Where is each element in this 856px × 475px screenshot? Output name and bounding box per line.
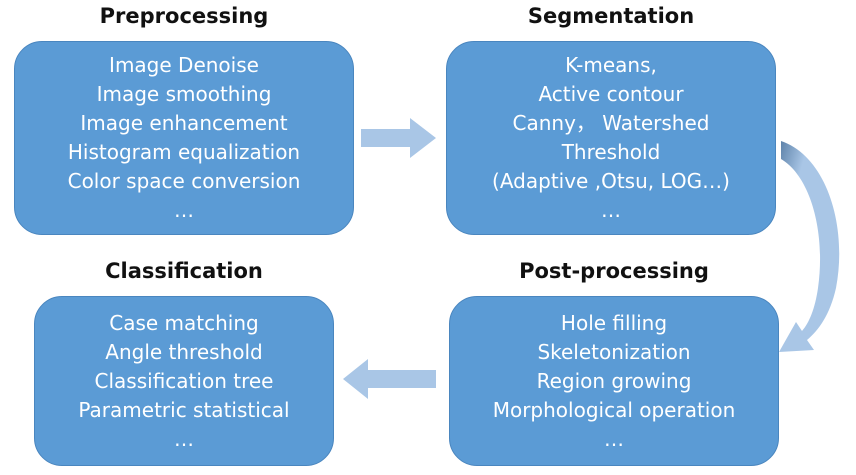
segmentation-item: K-means, <box>565 53 657 77</box>
postprocessing-item: Hole filling <box>560 310 668 335</box>
arrow-left-icon <box>343 359 436 399</box>
preprocessing-item: Image Denoise <box>109 53 259 77</box>
classification-title: Classification <box>105 259 263 283</box>
preprocessing-title: Preprocessing <box>99 4 269 28</box>
segmentation-item: Active contour <box>538 82 684 106</box>
postprocessing-item: … <box>604 426 624 451</box>
classification-item: Parametric statistical <box>78 397 290 422</box>
segmentation-title: Segmentation <box>527 4 695 28</box>
segmentation-item: … <box>601 198 621 222</box>
segmentation-box: K-means, Active contour Canny， Watershed… <box>446 41 776 235</box>
preprocessing-item: Histogram equalization <box>67 140 301 164</box>
classification-item: Case matching <box>109 310 259 335</box>
preprocessing-item: … <box>174 198 194 222</box>
postprocessing-item: Morphological operation <box>492 397 736 422</box>
preprocessing-box: Image Denoise Image smoothing Image enha… <box>14 41 354 235</box>
segmentation-item: (Adaptive ,Otsu, LOG…) <box>492 169 730 193</box>
postprocessing-item: Region growing <box>536 368 692 393</box>
postprocessing-item: Skeletonization <box>537 339 691 364</box>
classification-box: Case matching Angle threshold Classifica… <box>34 296 334 466</box>
classification-item: … <box>174 426 194 451</box>
classification-item: Classification tree <box>94 368 274 393</box>
preprocessing-item: Image enhancement <box>80 111 288 135</box>
segmentation-item: Canny， Watershed <box>512 111 710 135</box>
segmentation-item: Threshold <box>561 140 661 164</box>
curved-arrow-icon <box>779 141 840 352</box>
preprocessing-item: Image smoothing <box>96 82 272 106</box>
postprocessing-title: Post-processing <box>519 259 709 283</box>
classification-item: Angle threshold <box>105 339 263 364</box>
preprocessing-item: Color space conversion <box>67 169 301 193</box>
postprocessing-box: Hole filling Skeletonization Region grow… <box>449 296 779 466</box>
arrow-right-icon <box>361 118 436 158</box>
